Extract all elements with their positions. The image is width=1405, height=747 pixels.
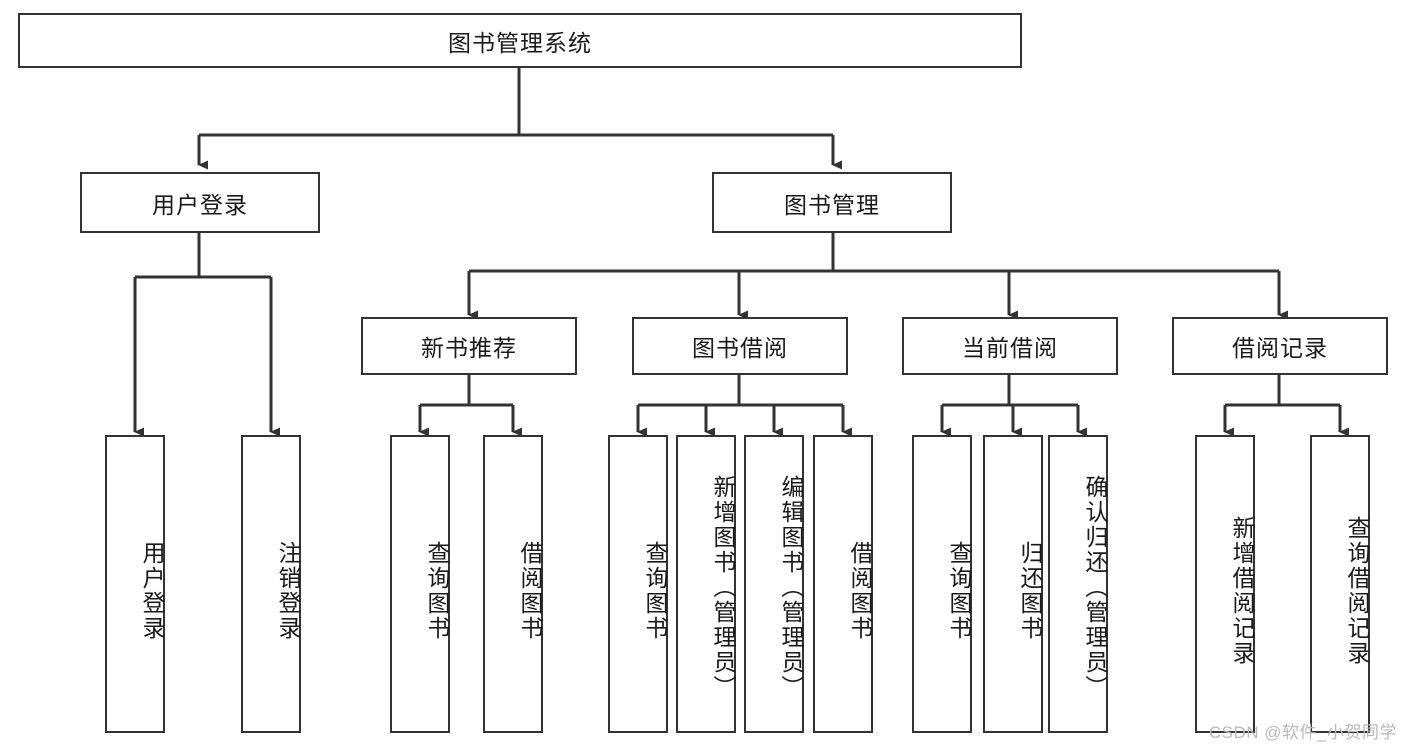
node-leaf-user-login[interactable]: 用户登录 xyxy=(105,435,165,733)
node-current-borrow-label: 当前借阅 xyxy=(962,335,1058,361)
node-leaf-borrow-book-2-label: 借阅图书 xyxy=(847,541,873,641)
node-current-borrow[interactable]: 当前借阅 xyxy=(902,317,1118,375)
node-root[interactable]: 图书管理系统 xyxy=(18,13,1022,68)
node-borrow-record-label: 借阅记录 xyxy=(1232,335,1328,361)
node-new-book-recommend[interactable]: 新书推荐 xyxy=(361,317,577,375)
node-leaf-borrow-book-1-label: 借阅图书 xyxy=(517,541,543,641)
node-leaf-user-login-label: 用户登录 xyxy=(139,541,165,641)
node-leaf-query-book-1-label: 查询图书 xyxy=(424,541,450,641)
node-leaf-user-logout[interactable]: 注销登录 xyxy=(241,435,301,733)
node-leaf-add-record[interactable]: 新增借阅记录 xyxy=(1195,435,1255,733)
node-leaf-query-book-1[interactable]: 查询图书 xyxy=(390,435,450,733)
node-leaf-query-record-label: 查询借阅记录 xyxy=(1344,516,1370,666)
node-leaf-confirm-return[interactable]: 确认归还（管理员） xyxy=(1048,435,1108,733)
node-leaf-borrow-book-1[interactable]: 借阅图书 xyxy=(483,435,543,733)
node-book-manage[interactable]: 图书管理 xyxy=(712,172,952,233)
node-leaf-edit-book[interactable]: 编辑图书（管理员） xyxy=(744,435,804,733)
node-leaf-add-book[interactable]: 新增图书（管理员） xyxy=(676,435,736,733)
node-leaf-add-record-label: 新增借阅记录 xyxy=(1229,516,1255,666)
node-leaf-edit-book-label: 编辑图书（管理员） xyxy=(778,474,804,700)
node-leaf-user-logout-label: 注销登录 xyxy=(275,541,301,641)
node-user-login[interactable]: 用户登录 xyxy=(80,172,320,233)
node-leaf-query-book-2-label: 查询图书 xyxy=(642,541,668,641)
node-root-label: 图书管理系统 xyxy=(448,29,592,56)
watermark: CSDN @软件_小贺同学 xyxy=(1208,723,1397,742)
node-leaf-query-book-2[interactable]: 查询图书 xyxy=(608,435,668,733)
node-leaf-query-record[interactable]: 查询借阅记录 xyxy=(1310,435,1370,733)
node-leaf-query-book-3[interactable]: 查询图书 xyxy=(912,435,972,733)
node-borrow-record[interactable]: 借阅记录 xyxy=(1172,317,1388,375)
node-new-book-recommend-label: 新书推荐 xyxy=(421,335,517,361)
node-leaf-return-book-label: 归还图书 xyxy=(1017,541,1043,641)
node-book-manage-label: 图书管理 xyxy=(784,191,880,218)
node-leaf-confirm-return-label: 确认归还（管理员） xyxy=(1082,474,1108,700)
node-book-borrow[interactable]: 图书借阅 xyxy=(632,317,848,375)
node-leaf-query-book-3-label: 查询图书 xyxy=(946,541,972,641)
node-user-login-label: 用户登录 xyxy=(152,191,248,218)
node-leaf-return-book[interactable]: 归还图书 xyxy=(983,435,1043,733)
node-book-borrow-label: 图书借阅 xyxy=(692,335,788,361)
node-leaf-borrow-book-2[interactable]: 借阅图书 xyxy=(813,435,873,733)
node-leaf-add-book-label: 新增图书（管理员） xyxy=(710,474,736,700)
